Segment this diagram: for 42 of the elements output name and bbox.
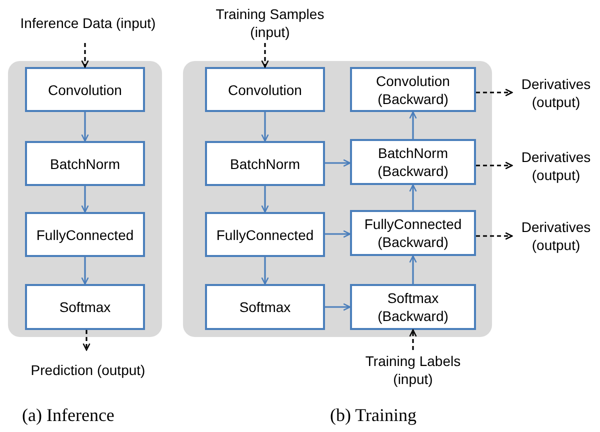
arrow: [261, 186, 269, 213]
panel-caption: (b) Training: [330, 404, 417, 427]
io-label: Training Labels (input): [350, 350, 476, 390]
arrow: [476, 232, 513, 240]
arrow: [81, 43, 89, 68]
io-label: Derivatives (output): [512, 73, 600, 113]
process-box: Convolution (Backward): [350, 67, 476, 112]
process-box: BatchNorm: [205, 141, 325, 186]
io-label: Training Samples (input): [195, 3, 345, 43]
arrow: [476, 162, 513, 170]
process-box: Softmax: [205, 284, 325, 330]
process-box: Softmax: [25, 284, 145, 330]
process-box: BatchNorm: [25, 141, 145, 186]
io-label: Derivatives (output): [512, 216, 600, 256]
process-box: BatchNorm (Backward): [350, 139, 476, 185]
arrow: [81, 186, 89, 213]
arrow: [409, 255, 417, 284]
io-label: Inference Data (input): [18, 3, 158, 43]
panel-caption: (a) Inference: [22, 404, 114, 427]
arrow: [82, 330, 90, 351]
panel-background: [8, 61, 162, 337]
arrow: [325, 159, 351, 167]
io-label: Prediction (output): [28, 350, 148, 390]
arrow: [81, 112, 89, 142]
arrow: [409, 184, 417, 210]
process-box: FullyConnected (Backward): [350, 210, 476, 256]
arrow: [409, 329, 417, 350]
process-box: Softmax (Backward): [350, 284, 476, 330]
process-box: Convolution: [205, 67, 325, 112]
process-box: FullyConnected: [25, 212, 145, 257]
arrow: [261, 112, 269, 142]
arrow: [325, 303, 351, 311]
arrow: [476, 88, 513, 96]
arrow: [409, 111, 417, 139]
io-label: Derivatives (output): [512, 146, 600, 186]
process-box: FullyConnected: [205, 212, 325, 257]
arrow: [261, 43, 269, 68]
panel-background: [183, 61, 492, 337]
arrow: [325, 230, 351, 238]
arrow: [261, 257, 269, 285]
process-box: Convolution: [25, 67, 145, 112]
arrow: [81, 257, 89, 285]
